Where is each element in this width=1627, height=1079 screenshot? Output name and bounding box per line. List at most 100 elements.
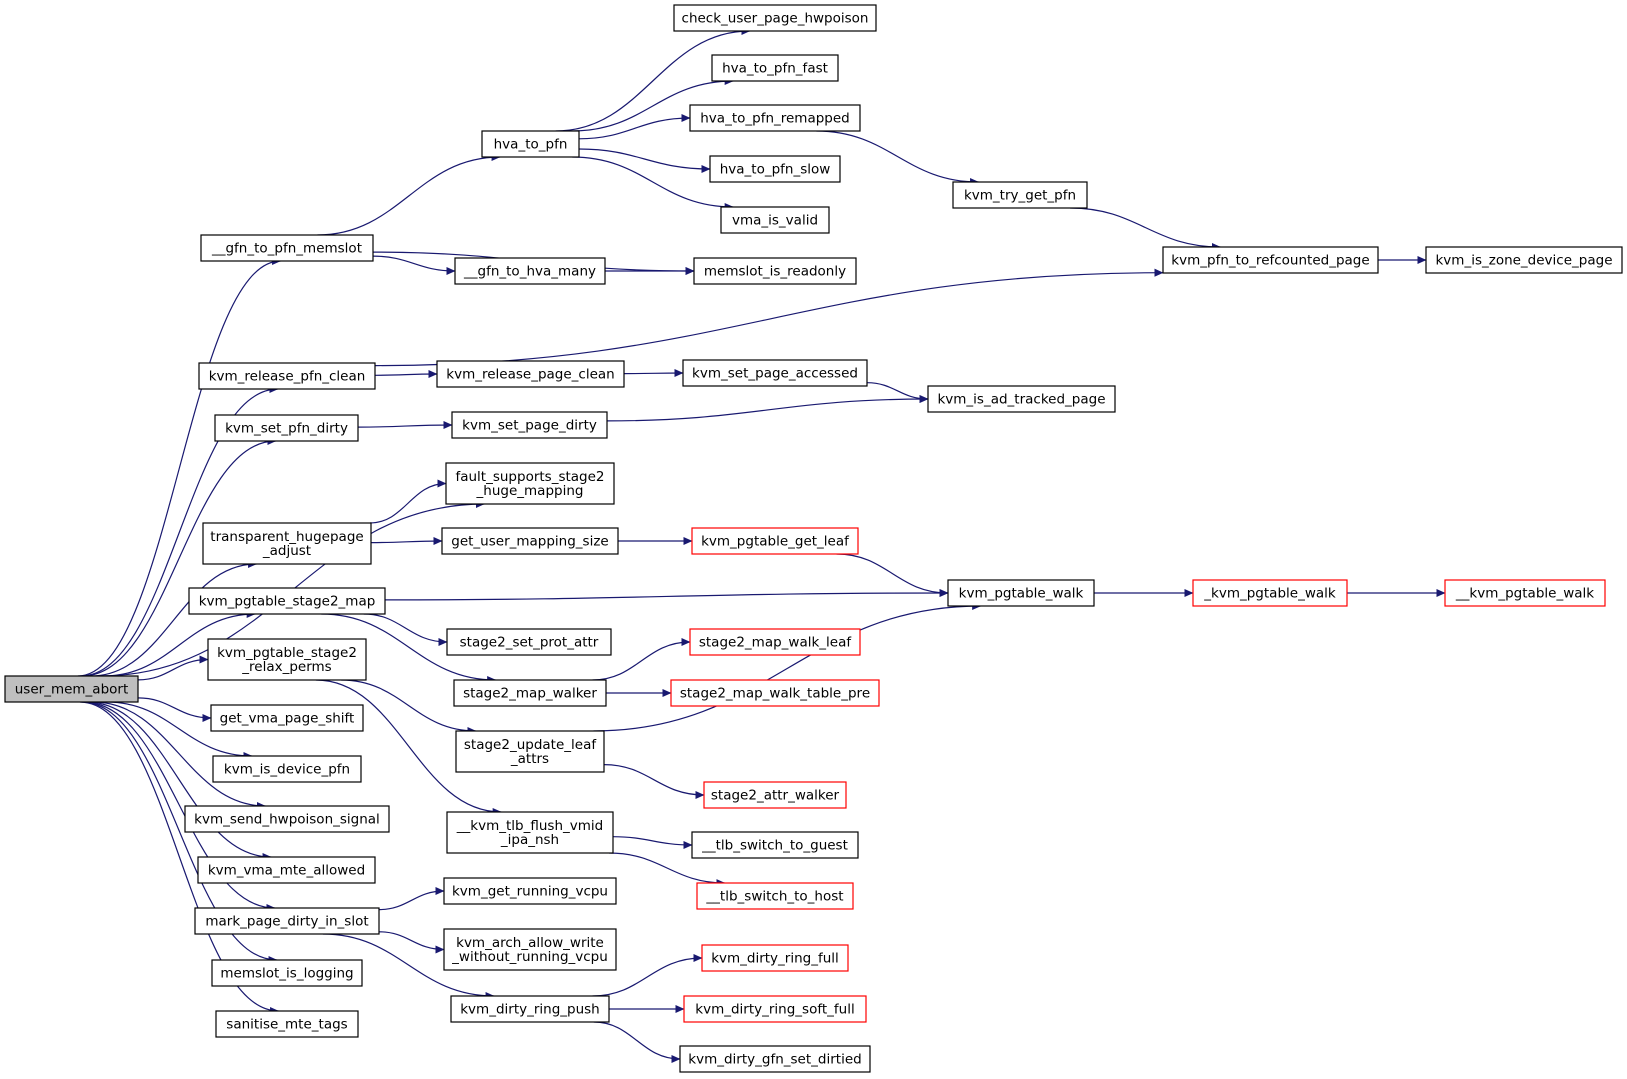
- node-vma_is_valid[interactable]: vma_is_valid: [720, 206, 830, 234]
- node-kvm_dirty_gfn_set_dirtied[interactable]: kvm_dirty_gfn_set_dirtied: [679, 1045, 871, 1073]
- node-kvm_pfn_to_refcounted_page[interactable]: kvm_pfn_to_refcounted_page: [1162, 246, 1379, 274]
- node-gfn_to_pfn_memslot[interactable]: __gfn_to_pfn_memslot: [200, 234, 374, 262]
- node-box[interactable]: [197, 856, 376, 884]
- node-kvm_vma_mte_allowed[interactable]: kvm_vma_mte_allowed: [197, 856, 376, 884]
- node-box[interactable]: [1425, 246, 1623, 274]
- node-box[interactable]: [188, 587, 386, 615]
- node-hva_to_pfn_fast[interactable]: hva_to_pfn_fast: [711, 54, 839, 82]
- node-memslot_is_logging[interactable]: memslot_is_logging: [211, 959, 363, 987]
- node-kvm_is_ad_tracked_page[interactable]: kvm_is_ad_tracked_page: [927, 385, 1116, 413]
- node-box[interactable]: [436, 360, 625, 388]
- node-_kvm_pgtable_walk[interactable]: _kvm_pgtable_walk: [1192, 579, 1348, 607]
- node-fault_supports_stage2_huge_mapping[interactable]: fault_supports_stage2_huge_mapping: [445, 462, 615, 505]
- node-box[interactable]: [691, 831, 859, 859]
- node-kvm_pgtable_walk[interactable]: kvm_pgtable_walk: [947, 579, 1095, 607]
- node-kvm_set_page_dirty[interactable]: kvm_set_page_dirty: [451, 411, 608, 439]
- node-hva_to_pfn[interactable]: hva_to_pfn: [481, 130, 580, 158]
- node-tlb_switch_to_host[interactable]: __tlb_switch_to_host: [696, 882, 854, 910]
- node-memslot_is_readonly[interactable]: memslot_is_readonly: [693, 257, 857, 285]
- node-box[interactable]: [682, 359, 868, 387]
- node-kvm_arch_allow_write_without_running_vcpu[interactable]: kvm_arch_allow_write_without_running_vcp…: [443, 928, 617, 971]
- node-kvm_dirty_ring_full[interactable]: kvm_dirty_ring_full: [701, 944, 849, 972]
- node-box[interactable]: [446, 811, 614, 854]
- node-kvm_pgtable_get_leaf[interactable]: kvm_pgtable_get_leaf: [691, 527, 859, 555]
- node-box[interactable]: [184, 805, 390, 833]
- node-box[interactable]: [927, 385, 1116, 413]
- node-box[interactable]: [441, 527, 619, 555]
- node-kvm_pgtable_stage2_relax_perms[interactable]: kvm_pgtable_stage2_relax_perms: [207, 638, 367, 681]
- node-box[interactable]: [670, 679, 880, 707]
- node-kvm_get_running_vcpu[interactable]: kvm_get_running_vcpu: [443, 877, 617, 905]
- node-kvm_release_page_clean[interactable]: kvm_release_page_clean: [436, 360, 625, 388]
- node-__kvm_pgtable_walk[interactable]: __kvm_pgtable_walk: [1444, 579, 1606, 607]
- node-box[interactable]: [691, 527, 859, 555]
- node-box[interactable]: [693, 257, 857, 285]
- node-kvm_pgtable_stage2_map[interactable]: kvm_pgtable_stage2_map: [188, 587, 386, 615]
- node-kvm_send_hwpoison_signal[interactable]: kvm_send_hwpoison_signal: [184, 805, 390, 833]
- node-check_user_page_hwpoison[interactable]: check_user_page_hwpoison: [673, 4, 877, 32]
- node-mark_page_dirty_in_slot[interactable]: mark_page_dirty_in_slot: [194, 907, 380, 935]
- node-box[interactable]: [709, 155, 841, 183]
- node-box[interactable]: [211, 959, 363, 987]
- node-box[interactable]: [1444, 579, 1606, 607]
- node-box[interactable]: [701, 944, 849, 972]
- node-box[interactable]: [446, 628, 612, 656]
- node-kvm_tlb_flush_vmid_ipa_nsh[interactable]: __kvm_tlb_flush_vmid_ipa_nsh: [446, 811, 614, 854]
- node-box[interactable]: [450, 995, 610, 1023]
- node-get_vma_page_shift[interactable]: get_vma_page_shift: [210, 704, 364, 732]
- node-stage2_map_walker[interactable]: stage2_map_walker: [453, 679, 607, 707]
- node-box[interactable]: [689, 628, 861, 656]
- node-box[interactable]: [212, 755, 362, 783]
- node-box[interactable]: [673, 4, 877, 32]
- node-box[interactable]: [445, 462, 615, 505]
- node-kvm_is_device_pfn[interactable]: kvm_is_device_pfn: [212, 755, 362, 783]
- node-hva_to_pfn_slow[interactable]: hva_to_pfn_slow: [709, 155, 841, 183]
- node-box[interactable]: [454, 257, 606, 285]
- node-kvm_dirty_ring_soft_full[interactable]: kvm_dirty_ring_soft_full: [683, 995, 867, 1023]
- node-kvm_dirty_ring_push[interactable]: kvm_dirty_ring_push: [450, 995, 610, 1023]
- node-kvm_set_page_accessed[interactable]: kvm_set_page_accessed: [682, 359, 868, 387]
- node-box[interactable]: [689, 104, 861, 132]
- node-box[interactable]: [207, 638, 367, 681]
- node-box[interactable]: [210, 704, 364, 732]
- node-box[interactable]: [215, 1010, 359, 1038]
- node-hva_to_pfn_remapped[interactable]: hva_to_pfn_remapped: [689, 104, 861, 132]
- node-box[interactable]: [952, 181, 1088, 209]
- node-box[interactable]: [4, 675, 139, 703]
- node-kvm_try_get_pfn[interactable]: kvm_try_get_pfn: [952, 181, 1088, 209]
- node-box[interactable]: [679, 1045, 871, 1073]
- node-box[interactable]: [1162, 246, 1379, 274]
- node-kvm_is_zone_device_page[interactable]: kvm_is_zone_device_page: [1425, 246, 1623, 274]
- node-box[interactable]: [214, 414, 359, 442]
- node-box[interactable]: [443, 928, 617, 971]
- node-box[interactable]: [453, 679, 607, 707]
- node-box[interactable]: [451, 411, 608, 439]
- node-box[interactable]: [198, 362, 376, 390]
- node-box[interactable]: [1192, 579, 1348, 607]
- node-box[interactable]: [481, 130, 580, 158]
- node-stage2_map_walk_leaf[interactable]: stage2_map_walk_leaf: [689, 628, 861, 656]
- node-kvm_set_pfn_dirty[interactable]: kvm_set_pfn_dirty: [214, 414, 359, 442]
- node-stage2_attr_walker[interactable]: stage2_attr_walker: [703, 781, 847, 809]
- node-box[interactable]: [696, 882, 854, 910]
- node-box[interactable]: [200, 234, 374, 262]
- node-box[interactable]: [194, 907, 380, 935]
- node-transparent_hugepage_adjust[interactable]: transparent_hugepage_adjust: [202, 522, 372, 565]
- node-box[interactable]: [703, 781, 847, 809]
- node-box[interactable]: [202, 522, 372, 565]
- node-stage2_set_prot_attr[interactable]: stage2_set_prot_attr: [446, 628, 612, 656]
- node-box[interactable]: [711, 54, 839, 82]
- node-kvm_release_pfn_clean[interactable]: kvm_release_pfn_clean: [198, 362, 376, 390]
- node-gfn_to_hva_many[interactable]: __gfn_to_hva_many: [454, 257, 606, 285]
- node-box[interactable]: [720, 206, 830, 234]
- node-box[interactable]: [455, 730, 605, 773]
- node-stage2_update_leaf_attrs[interactable]: stage2_update_leaf_attrs: [455, 730, 605, 773]
- node-box[interactable]: [947, 579, 1095, 607]
- node-stage2_map_walk_table_pre[interactable]: stage2_map_walk_table_pre: [670, 679, 880, 707]
- node-sanitise_mte_tags[interactable]: sanitise_mte_tags: [215, 1010, 359, 1038]
- node-user_mem_abort[interactable]: user_mem_abort: [4, 675, 139, 703]
- node-box[interactable]: [683, 995, 867, 1023]
- node-box[interactable]: [443, 877, 617, 905]
- node-get_user_mapping_size[interactable]: get_user_mapping_size: [441, 527, 619, 555]
- node-tlb_switch_to_guest[interactable]: __tlb_switch_to_guest: [691, 831, 859, 859]
